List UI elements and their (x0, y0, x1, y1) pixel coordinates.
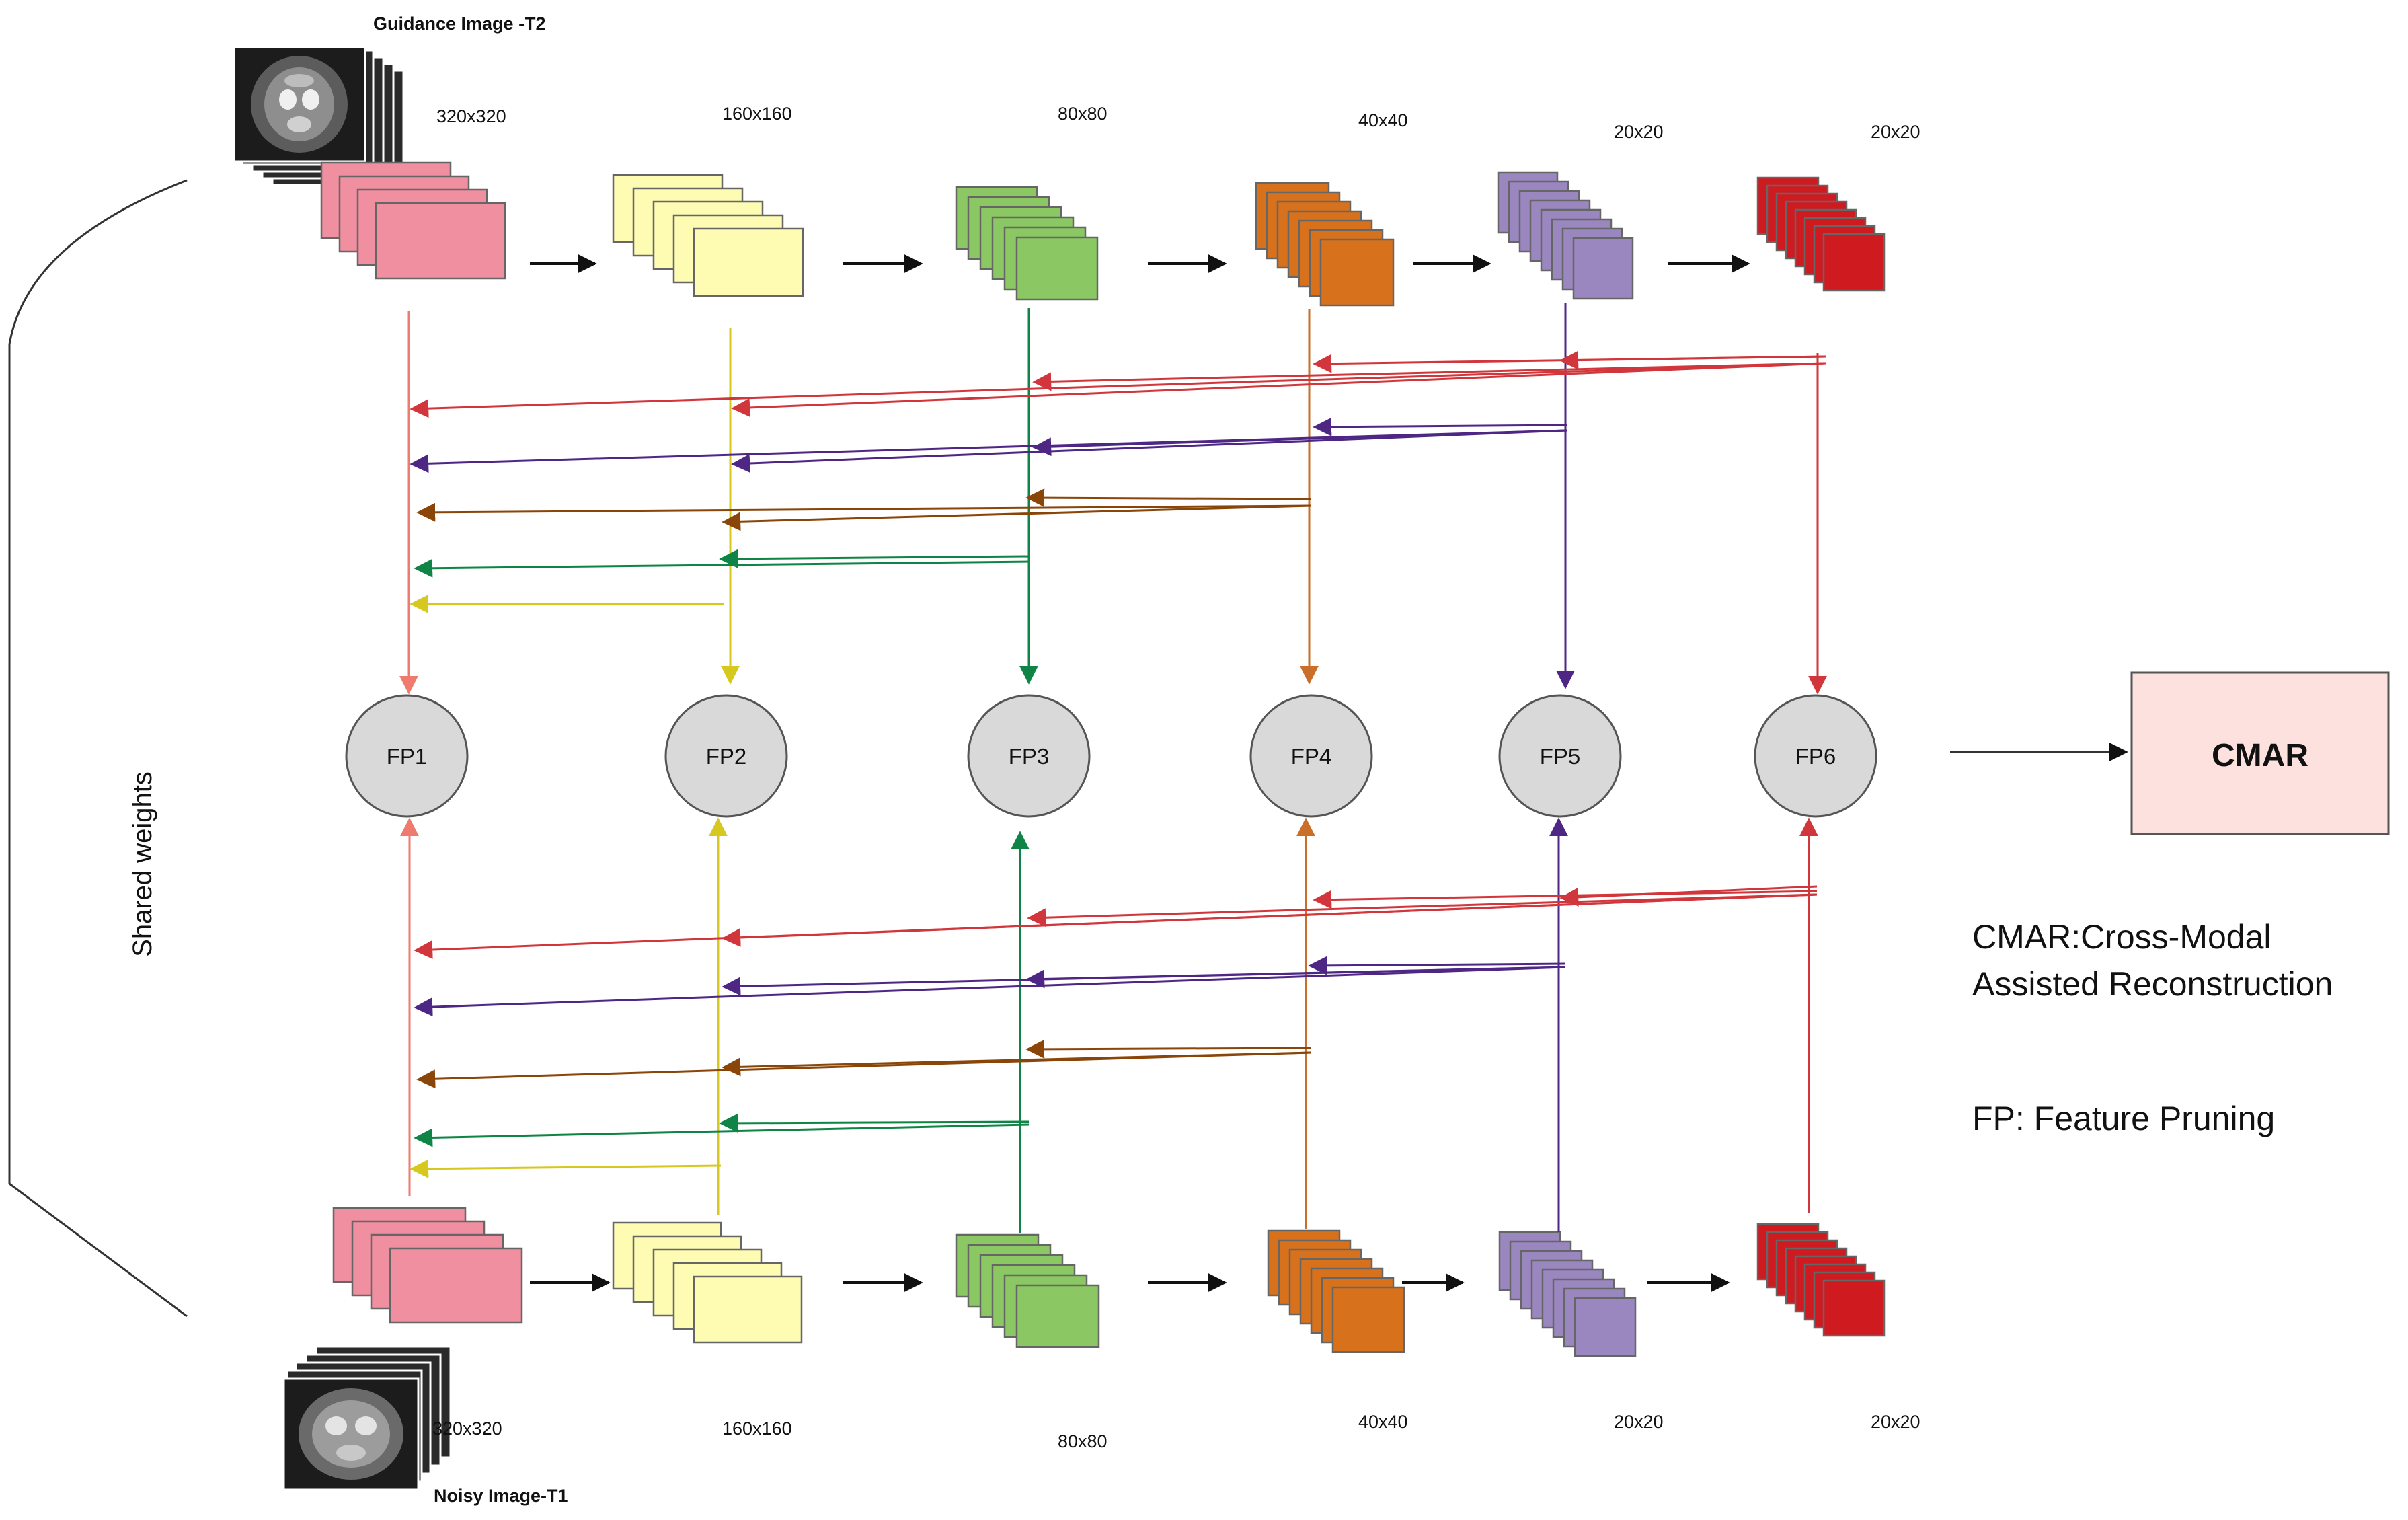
feature-stack-bottom-6 (1756, 1223, 1886, 1337)
cmar-box (2130, 671, 2390, 835)
fp-node-label: FP1 (387, 744, 428, 769)
shared-weights-bracket (8, 179, 188, 1318)
fp-node-label: FP4 (1291, 744, 1332, 769)
cross-scale-arrow (1027, 893, 1818, 927)
noisy-image-label: Noisy Image-T1 (434, 1486, 568, 1506)
resolution-labels: 320x320 160x160 80x80 40x40 20x20 20x20 320x32… (432, 104, 1920, 1451)
feature-map-stacks (320, 161, 1886, 1357)
cross-scale-arrow (414, 558, 1031, 578)
cross-scale-arrow (1025, 488, 1312, 508)
feature-stack-top-4 (1255, 182, 1395, 307)
fp-node-label: FP5 (1540, 744, 1581, 769)
fp-node-5: FP5 (1498, 694, 1622, 818)
cross-scale-arrow (731, 429, 1567, 473)
feature-stack-top-2 (612, 174, 804, 297)
feature-stack-bottom-4 (1267, 1229, 1405, 1353)
cross-scale-arrow (719, 549, 1031, 568)
feature-stack-bottom-3 (955, 1233, 1100, 1348)
cross-scale-arrow (1308, 956, 1566, 975)
guidance-image-stack (233, 46, 405, 186)
cross-scale-arrow (722, 504, 1312, 531)
cross-scale-arrow (410, 1159, 722, 1178)
feature-stack-bottom-2 (612, 1221, 803, 1344)
guidance-image-label: Guidance Image -T2 (373, 13, 546, 34)
cross-scale-arrow (416, 502, 1312, 522)
cross-scale-arrow (1032, 362, 1826, 391)
legend-fp: FP: Feature Pruning (1972, 1100, 2275, 1137)
cross-scale-arrow (410, 362, 1826, 418)
cross-scale-arrow (1025, 1039, 1312, 1059)
fp-node-label: FP6 (1795, 744, 1836, 769)
legend-cmar-line2: Assisted Reconstruction (1972, 965, 2333, 1003)
resolution-label-bottom: 160x160 (722, 1418, 792, 1439)
cross-scale-arrow (414, 966, 1566, 1017)
resolution-label-bottom: 80x80 (1058, 1431, 1108, 1451)
feature-stack-top-6 (1756, 176, 1886, 292)
fp-node-2: FP2 (664, 694, 788, 818)
resolution-label-top: 80x80 (1058, 104, 1108, 124)
cross-scale-arrow (1559, 350, 1826, 370)
cross-scale-arrow (719, 1113, 1030, 1133)
feature-stack-top-3 (955, 186, 1099, 301)
feature-pruning-nodes: FP1 FP2 FP3 FP4 FP5 FP6 (345, 694, 1877, 818)
resolution-label-top: 20x20 (1871, 122, 1920, 142)
feature-stack-bottom-5 (1498, 1231, 1637, 1357)
resolution-label-top: 20x20 (1614, 122, 1664, 142)
resolution-label-bottom: 40x40 (1358, 1412, 1408, 1432)
fp-node-4: FP4 (1249, 694, 1373, 818)
noisy-image-stack (282, 1345, 452, 1491)
resolution-label-top: 160x160 (722, 104, 792, 124)
cross-scale-arrow (1313, 417, 1567, 436)
resolution-label-bottom: 320x320 (432, 1418, 502, 1439)
cross-scale-arrow (414, 893, 1818, 959)
resolution-label-bottom: 20x20 (1614, 1412, 1664, 1432)
resolution-label-top: 320x320 (436, 106, 506, 126)
cross-scale-arrow (722, 966, 1566, 996)
resolution-label-top: 40x40 (1358, 110, 1408, 130)
fp-node-1: FP1 (345, 694, 469, 818)
vertical-connections (399, 303, 1827, 1233)
cross-scale-arrow (410, 429, 1567, 473)
cross-scale-arrow (416, 1051, 1312, 1089)
cross-scale-arrow (1559, 885, 1818, 907)
feature-stack-top-5 (1497, 171, 1634, 300)
cross-scale-connections (410, 350, 1826, 1178)
shared-weights-label: Shared weights (128, 771, 157, 957)
cross-scale-arrow (731, 362, 1826, 417)
feature-stack-bottom-1 (332, 1207, 523, 1324)
fp-node-label: FP2 (706, 744, 747, 769)
feature-stack-top-1 (320, 161, 506, 280)
cross-scale-arrow (414, 1123, 1030, 1147)
fp-node-6: FP6 (1754, 694, 1877, 818)
fp-node-3: FP3 (967, 694, 1091, 818)
resolution-label-bottom: 20x20 (1871, 1412, 1920, 1432)
legend-cmar-line1: CMAR:Cross-Modal (1972, 918, 2271, 956)
fp-node-label: FP3 (1009, 744, 1050, 769)
encoder-flow-arrows (530, 254, 1750, 1292)
cmar-box-label: CMAR (2212, 738, 2308, 773)
